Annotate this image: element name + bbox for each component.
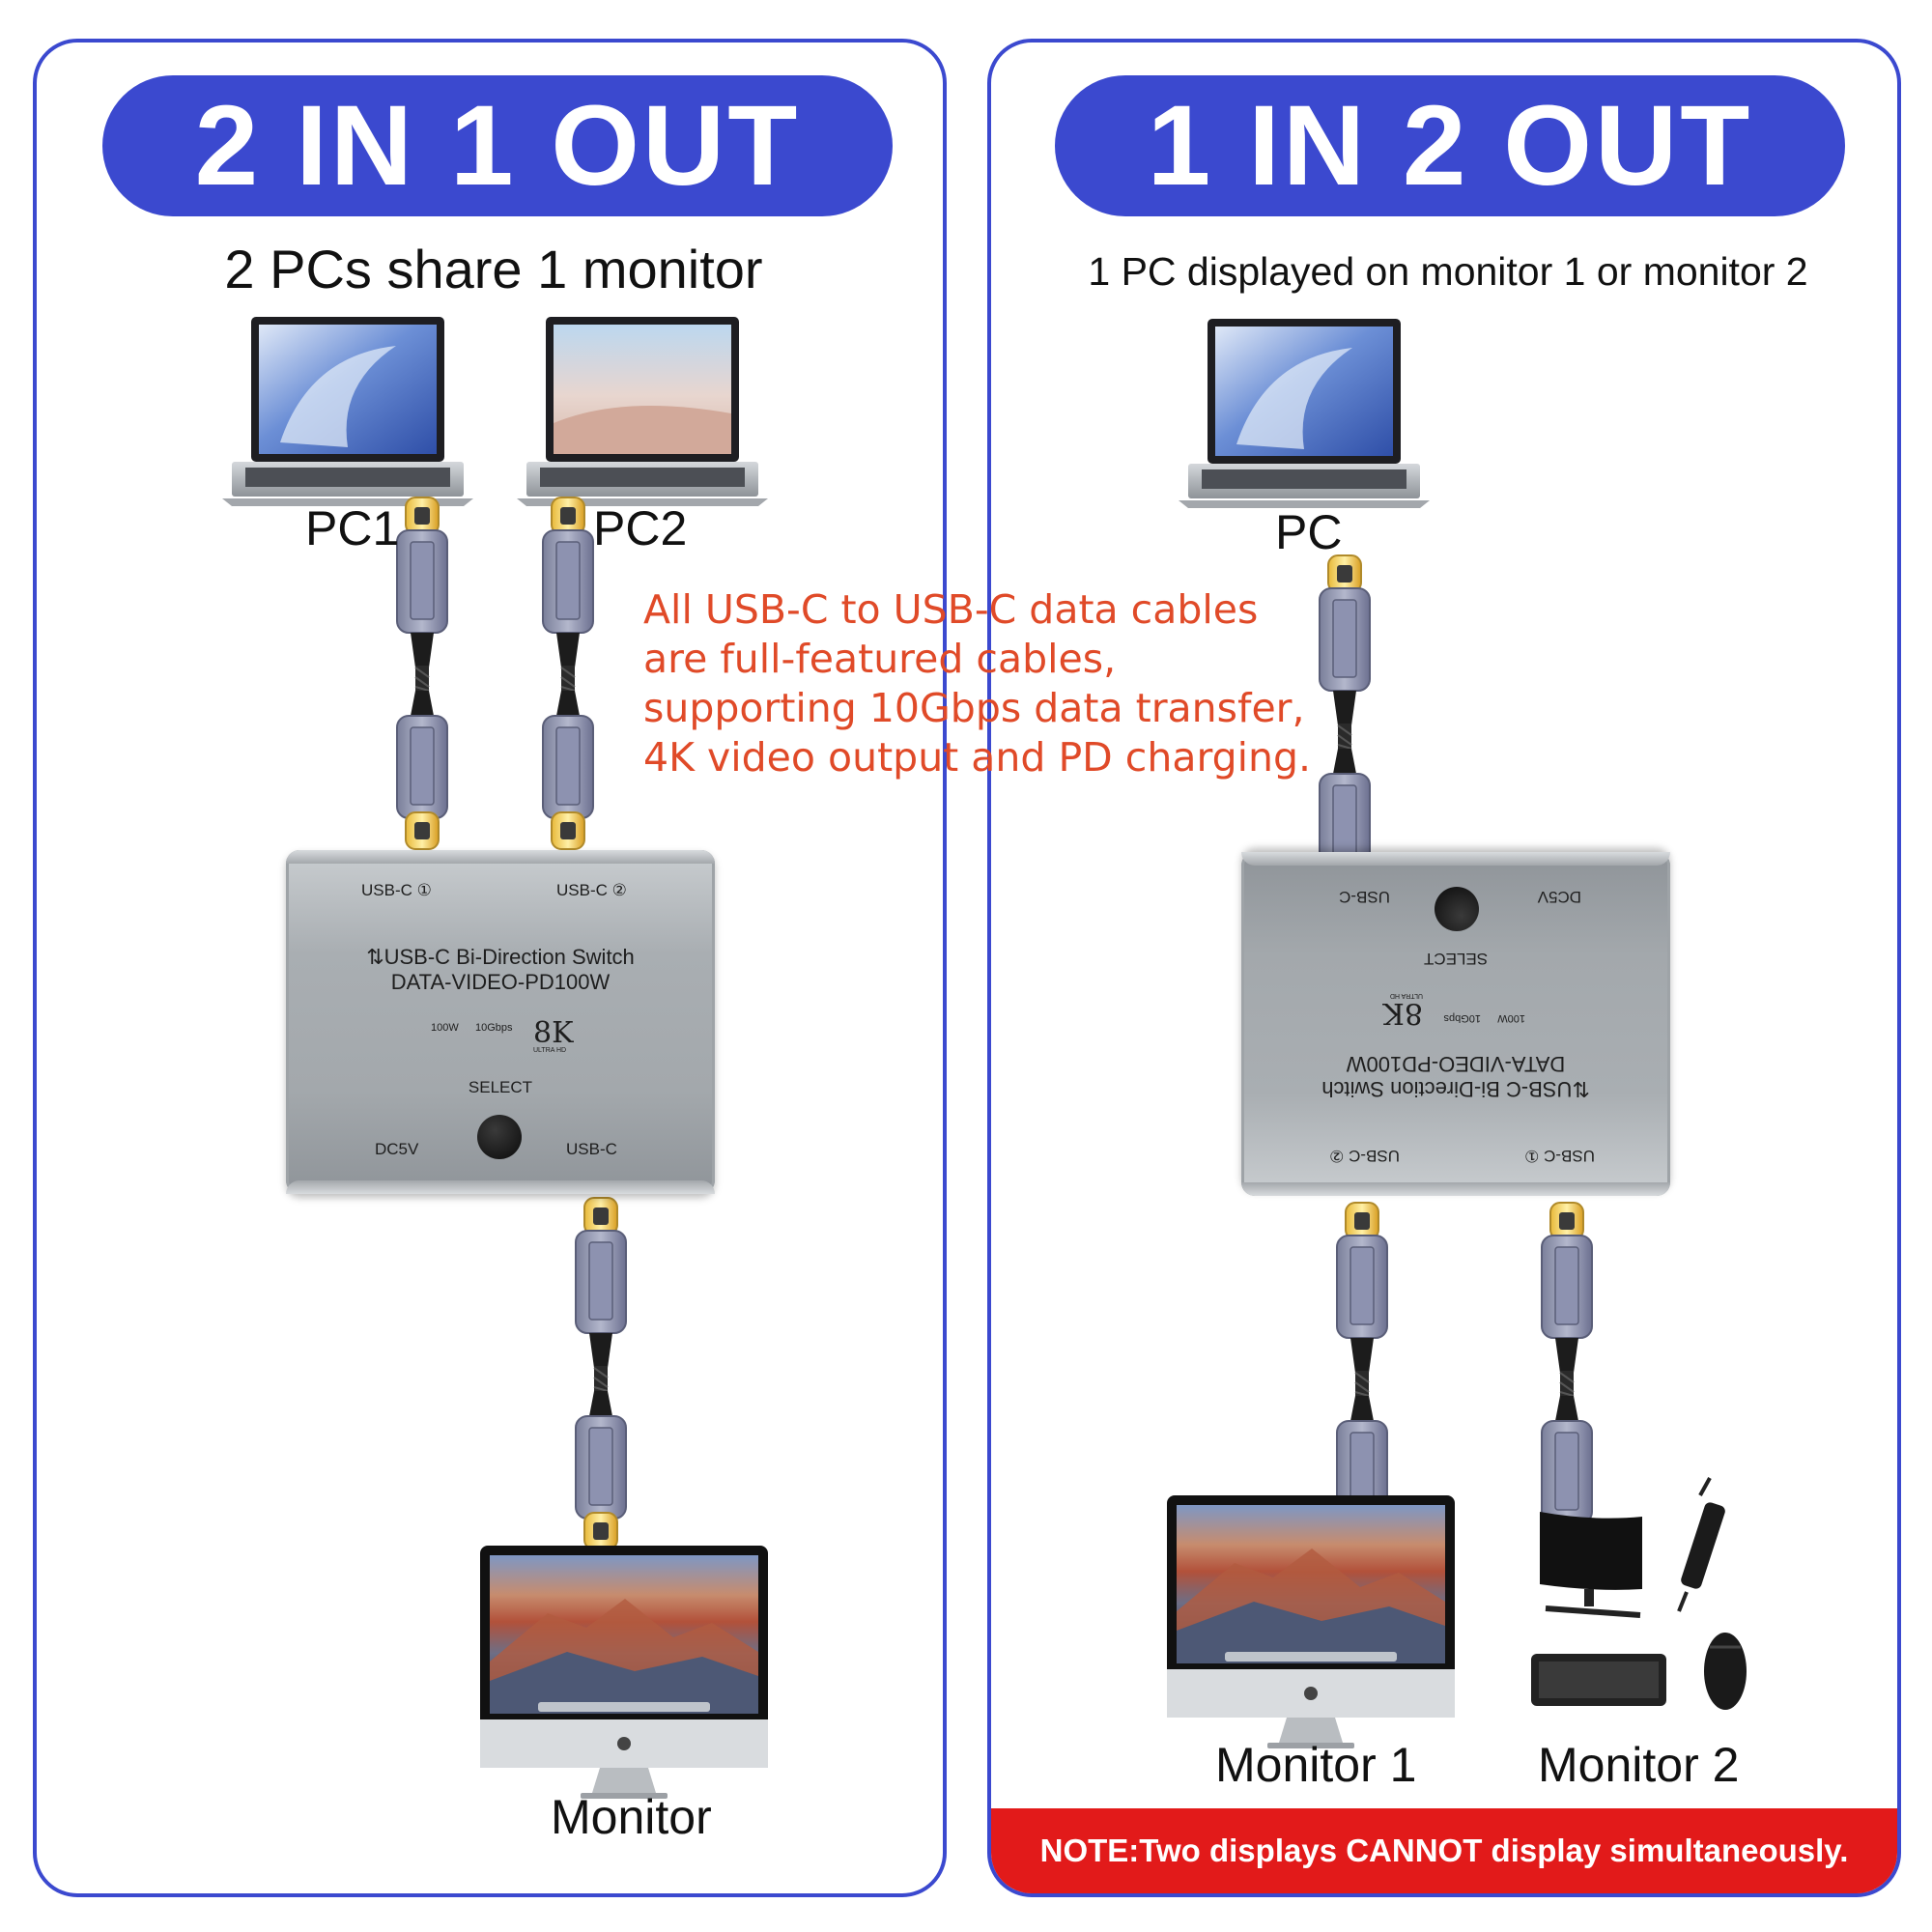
spec-resolution: 8K bbox=[1382, 996, 1424, 1030]
keyboard-icon bbox=[1531, 1654, 1666, 1706]
mouse-icon bbox=[1704, 1633, 1747, 1710]
cable-monitor bbox=[575, 1197, 627, 1550]
monitor1-icon bbox=[1167, 1495, 1455, 1748]
switch-name-line1: ⇅USB-C Bi-Direction Switch bbox=[366, 945, 635, 969]
spec-power: 100W bbox=[431, 1022, 459, 1034]
monitor2-peripherals bbox=[1531, 1477, 1747, 1710]
port1-label: USB-C ① bbox=[361, 881, 432, 899]
panel-title: 1 IN 2 OUT bbox=[1055, 75, 1845, 216]
usbc-port-label: USB-C bbox=[1339, 888, 1390, 906]
cable-note-line: supporting 10Gbps data transfer, bbox=[643, 685, 1305, 731]
usb-hub-icon bbox=[1677, 1477, 1725, 1612]
select-label: SELECT bbox=[468, 1078, 533, 1096]
usbc-port-label: USB-C bbox=[566, 1140, 617, 1158]
panel-subtitle: 1 PC displayed on monitor 1 or monitor 2 bbox=[1088, 249, 1808, 294]
spec-speed: 10Gbps bbox=[475, 1022, 513, 1034]
spec-speed: 10Gbps bbox=[1443, 1012, 1481, 1024]
monitor-icon bbox=[480, 1546, 768, 1799]
dc-port-label: DC5V bbox=[375, 1140, 419, 1158]
select-button[interactable] bbox=[477, 1115, 522, 1159]
laptop-pc2-icon bbox=[517, 317, 768, 506]
port1-label: USB-C ① bbox=[1524, 1147, 1595, 1165]
pc2-label: PC2 bbox=[593, 501, 688, 555]
laptop-pc1-icon bbox=[222, 317, 473, 506]
cable-pc2 bbox=[542, 497, 594, 850]
panel-title: 2 IN 1 OUT bbox=[102, 75, 893, 216]
spec-resolution-sub: ULTRA HD bbox=[1389, 992, 1423, 999]
cable-info-note: All USB-C to USB-C data cables are full-… bbox=[643, 585, 1320, 782]
cable-note-line: are full-featured cables, bbox=[643, 636, 1117, 682]
port2-label: USB-C ② bbox=[556, 881, 627, 899]
curved-monitor-icon bbox=[1540, 1512, 1642, 1618]
usb-c-switch-box-rotated: USB-C ① USB-C ② ⇅USB-C Bi-Direction Swit… bbox=[1241, 852, 1670, 1196]
select-button[interactable] bbox=[1435, 887, 1479, 931]
spec-power: 100W bbox=[1497, 1012, 1525, 1024]
monitor2-label: Monitor 2 bbox=[1538, 1738, 1740, 1792]
panel-subtitle: 2 PCs share 1 monitor bbox=[224, 239, 763, 299]
cable-note-line: 4K video output and PD charging. bbox=[643, 734, 1312, 781]
spec-resolution: 8K bbox=[533, 1016, 574, 1050]
pc1-label: PC1 bbox=[305, 501, 400, 555]
monitor1-label: Monitor 1 bbox=[1215, 1738, 1417, 1792]
cable-note-line: All USB-C to USB-C data cables bbox=[643, 586, 1259, 633]
warning-note: NOTE:Two displays CANNOT display simulta… bbox=[991, 1808, 1897, 1893]
laptop-pc-icon bbox=[1179, 319, 1430, 508]
dc-port-label: DC5V bbox=[1537, 888, 1581, 906]
cable-pc1 bbox=[396, 497, 448, 850]
port2-label: USB-C ② bbox=[1329, 1147, 1400, 1165]
switch-name-line1: ⇅USB-C Bi-Direction Switch bbox=[1321, 1077, 1590, 1101]
switch-name-line2: DATA-VIDEO-PD100W bbox=[390, 970, 611, 994]
cable-monitor2 bbox=[1541, 1202, 1593, 1555]
switch-name-line2: DATA-VIDEO-PD100W bbox=[1346, 1052, 1566, 1076]
usb-c-switch-box: USB-C ① USB-C ② ⇅USB-C Bi-Direction Swit… bbox=[286, 850, 715, 1194]
select-label: SELECT bbox=[1423, 950, 1489, 968]
spec-resolution-sub: ULTRA HD bbox=[533, 1047, 567, 1054]
pc-label: PC bbox=[1275, 505, 1343, 559]
monitor-label: Monitor bbox=[551, 1790, 712, 1844]
